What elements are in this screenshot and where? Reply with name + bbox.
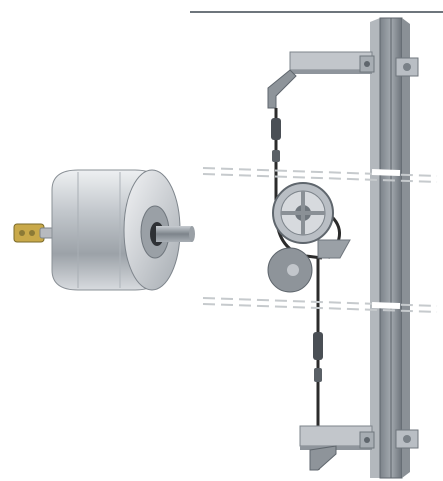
floor-level-marker-icon-lower <box>202 297 438 313</box>
rotary-encoder-icon <box>13 169 195 291</box>
encoder-shaft <box>156 226 192 242</box>
top-bracket <box>267 51 419 109</box>
guide-rail-icon <box>370 17 410 479</box>
encoder-connector <box>13 223 59 243</box>
pulley-icon <box>267 182 351 293</box>
floor-level-marker-icon <box>202 167 438 183</box>
bottom-bracket <box>299 425 419 471</box>
